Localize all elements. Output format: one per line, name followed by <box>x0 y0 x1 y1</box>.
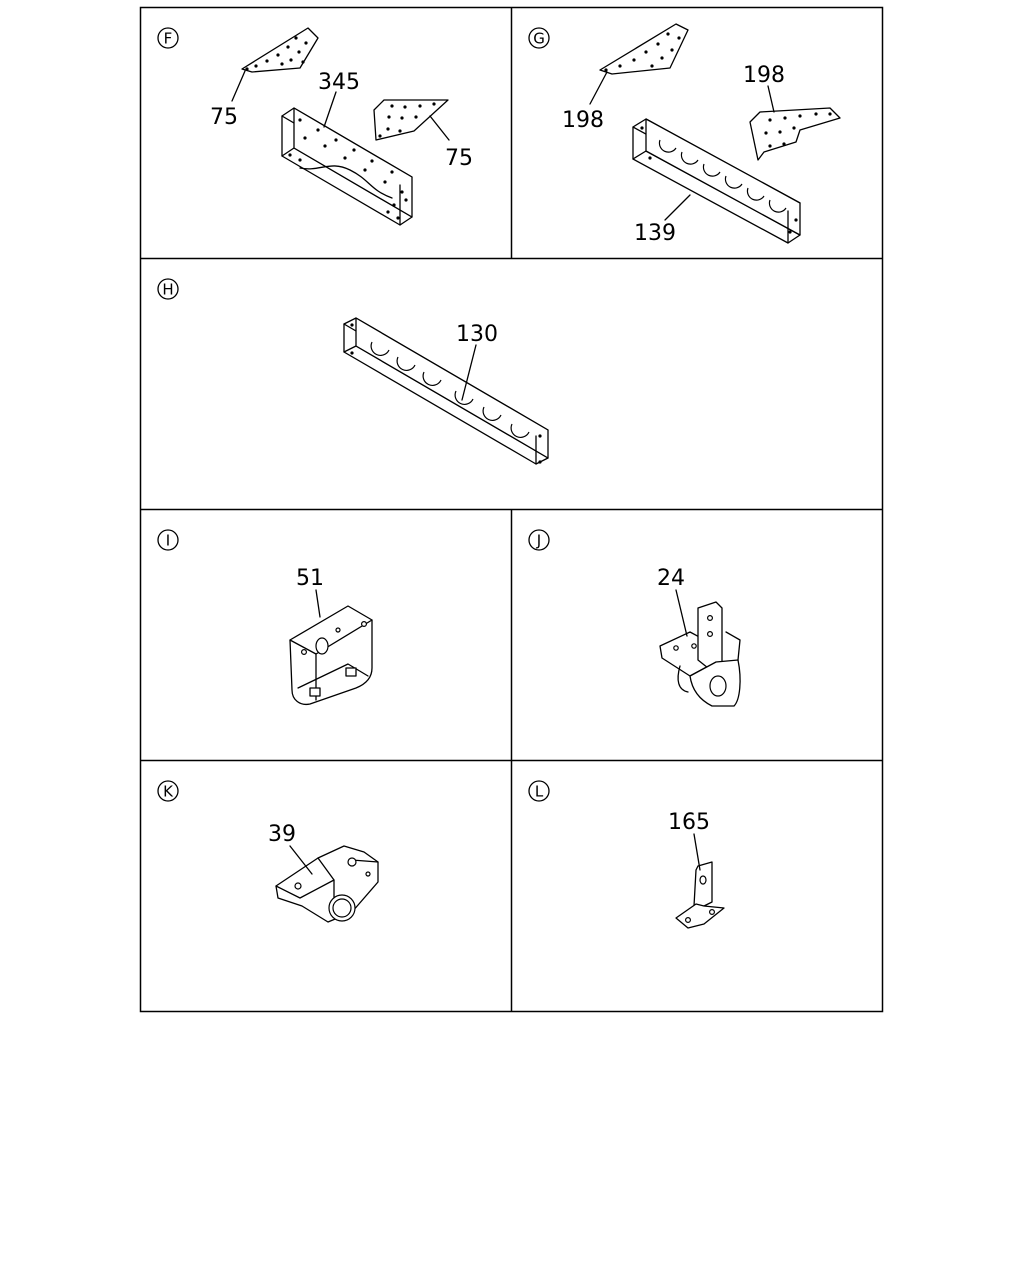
part-number-24: 24 <box>657 566 685 591</box>
leader-51 <box>315 589 321 618</box>
part-number-165: 165 <box>668 810 710 835</box>
leader-130 <box>461 344 477 401</box>
plate-75-left <box>241 27 319 73</box>
plate-75-right <box>373 99 449 141</box>
panel-l: L 165 <box>528 780 725 929</box>
panel-f: F <box>157 27 473 226</box>
bracket-51 <box>289 605 373 706</box>
part-number-75-left: 75 <box>210 105 238 130</box>
panel-j-marker: J <box>528 529 550 551</box>
panel-i-marker: I <box>157 529 179 551</box>
panel-g-marker: G <box>528 27 550 49</box>
part-number-130: 130 <box>456 322 498 347</box>
panel-f-marker: F <box>157 27 179 49</box>
panel-i: I 51 <box>157 529 373 706</box>
part-number-39: 39 <box>268 822 296 847</box>
panel-h: H 130 <box>157 278 549 465</box>
panel-g: G <box>528 23 841 246</box>
channel-139 <box>632 118 801 244</box>
panel-k: K 39 <box>157 780 379 923</box>
panel-j-letter: J <box>536 532 541 550</box>
panel-k-letter: K <box>163 783 174 801</box>
leader-165 <box>693 833 701 871</box>
bracket-165 <box>675 861 725 929</box>
part-number-139: 139 <box>634 221 676 246</box>
part-number-198-left: 198 <box>562 108 604 133</box>
part-number-75-right: 75 <box>445 146 473 171</box>
beam-345 <box>281 107 413 226</box>
panel-l-marker: L <box>528 780 550 802</box>
panel-g-letter: G <box>533 30 545 48</box>
panel-i-letter: I <box>166 532 170 550</box>
bracket-24 <box>659 601 741 707</box>
plate-198-right <box>749 107 841 161</box>
panel-h-marker: H <box>157 278 179 300</box>
leaders-g <box>589 71 775 221</box>
channel-130 <box>343 317 549 465</box>
panel-grid <box>139 6 884 1013</box>
panel-h-letter: H <box>162 281 173 299</box>
leader-39 <box>289 845 313 875</box>
leaders-f <box>231 70 450 141</box>
part-number-198-right: 198 <box>743 63 785 88</box>
bracket-39 <box>275 845 379 923</box>
part-number-345: 345 <box>318 70 360 95</box>
panel-k-marker: K <box>157 780 179 802</box>
panel-l-letter: L <box>535 783 544 801</box>
leader-24 <box>675 589 688 637</box>
panel-f-letter: F <box>164 30 173 48</box>
part-number-51: 51 <box>296 566 324 591</box>
panel-j: J 24 <box>528 529 741 707</box>
plate-198-left <box>599 23 689 75</box>
